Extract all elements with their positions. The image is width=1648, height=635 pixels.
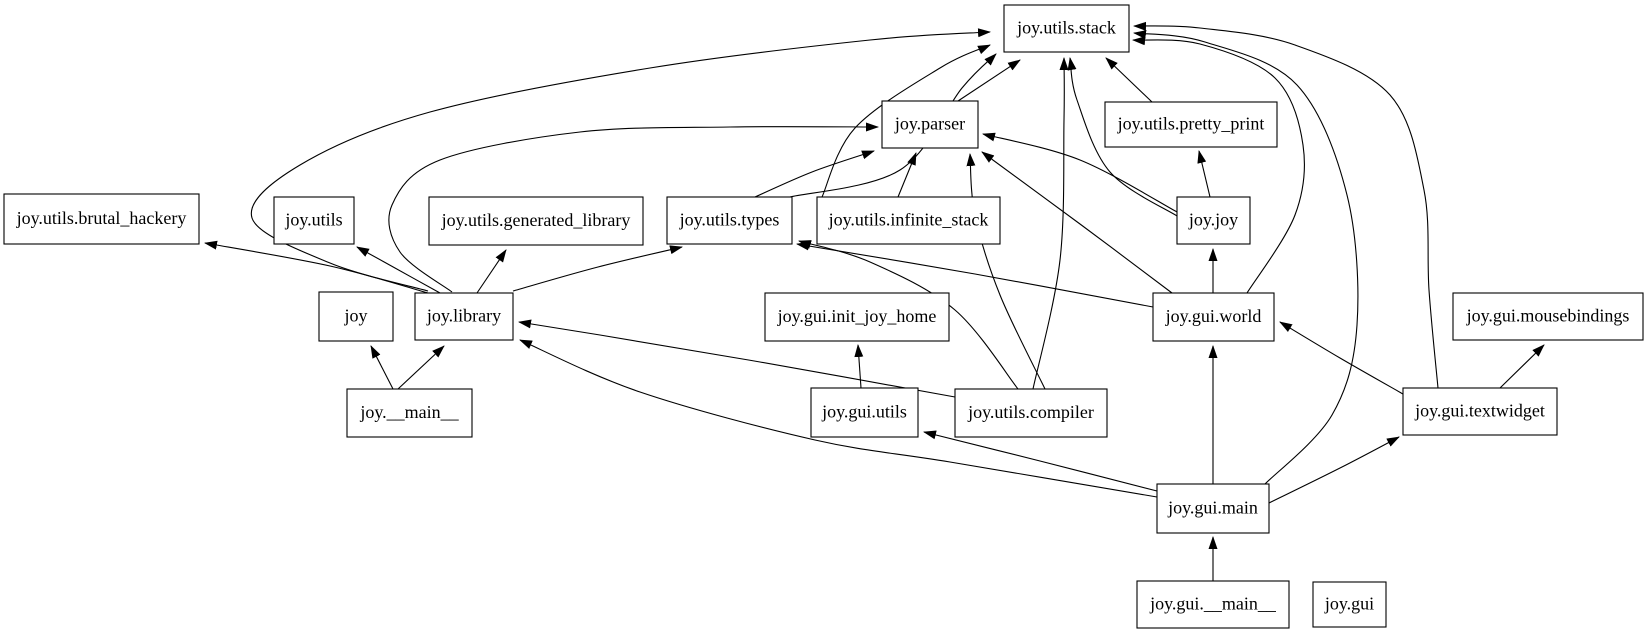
node-box-joy-utils-brutal-hackery: [3, 193, 200, 245]
edge-joy-gui-main-to-joy-library: [519, 339, 1158, 498]
edge-joy-gui-main-to-joy-utils-stack: [1133, 30, 1359, 485]
node-joy-parser: joy.parser: [881, 100, 979, 149]
node-box-joy-gui-main: [1136, 580, 1290, 629]
node-joy-utils-types: joy.utils.types: [666, 196, 793, 245]
edge-joy-utils-types-to-joy-parser: [754, 150, 875, 198]
edge-joy-library-to-joy-utils: [356, 246, 441, 294]
node-label-joy-utils-pretty-print: joy.utils.pretty_print: [1117, 114, 1265, 134]
edge-joy-gui-textwidget-to-joy-gui-world: [1279, 321, 1404, 395]
node-joy-utils: joy.utils: [273, 196, 355, 245]
node-label-joy-utils-types: joy.utils.types: [679, 210, 780, 230]
node-joy-joy: joy.joy: [1176, 196, 1251, 245]
node-box-joy-utils-infinite-stack: [816, 196, 1001, 245]
edge-joy-main-to-joy-library: [397, 345, 445, 390]
node-box-joy-utils-types: [666, 196, 793, 245]
node-joy-utils-generated-library: joy.utils.generated_library: [428, 196, 644, 246]
node-box-joy-utils-compiler: [954, 388, 1108, 438]
node-joy-gui-main: joy.gui.__main__: [1136, 580, 1290, 629]
node-label-joy-utils-generated-library: joy.utils.generated_library: [441, 210, 631, 230]
node-label-joy-gui-mousebindings: joy.gui.mousebindings: [1466, 306, 1630, 326]
nodes-layer: joy.utils.stack joy.parser joy.utils.prett…: [3, 4, 1644, 629]
edge-joy-library-to-joy-utils-types: [512, 245, 683, 292]
node-label-joy-utils: joy.utils: [284, 210, 342, 230]
edge-joy-gui-main-to-joy-gui-textwidget: [1268, 436, 1400, 504]
node-box-joy-parser: [881, 100, 979, 149]
edge-joy-library-to-joy-utils-stack: [250, 28, 991, 292]
node-label-joy-utils-compiler: joy.utils.compiler: [967, 402, 1094, 422]
edge-joy-utils-compiler-to-joy-utils-stack: [1032, 57, 1069, 390]
node-joy-gui-world: joy.gui.world: [1152, 292, 1275, 342]
node-joy-utils-compiler: joy.utils.compiler: [954, 388, 1108, 438]
node-joy-utils-infinite-stack: joy.utils.infinite_stack: [816, 196, 1001, 245]
node-label-joy-gui-main: joy.gui.main: [1167, 498, 1258, 518]
node-label-joy-main: joy.__main__: [359, 402, 459, 422]
node-box-joy-utils: [273, 196, 355, 245]
edge-joy-main-to-joy: [370, 345, 394, 390]
node-joy-gui-textwidget: joy.gui.textwidget: [1402, 387, 1558, 436]
node-label-joy-library: joy.library: [426, 306, 501, 326]
node-label-joy-gui-init-joy-home: joy.gui.init_joy_home: [777, 306, 937, 326]
node-joy-gui-utils: joy.gui.utils: [810, 387, 919, 438]
edge-joy-gui-world-to-joy-utils-stack: [1132, 36, 1306, 294]
node-label-joy-gui-utils: joy.gui.utils: [821, 402, 907, 422]
node-joy-utils-stack: joy.utils.stack: [1003, 4, 1130, 53]
edge-joy-utils-compiler-to-joy-library: [518, 319, 956, 398]
node-box-joy-gui: [1312, 581, 1387, 628]
edge-joy-parser-to-joy-utils-stack: [957, 59, 1021, 102]
edge-joy-joy-to-joy-parser: [982, 132, 1178, 213]
node-joy-gui-mousebindings: joy.gui.mousebindings: [1452, 292, 1644, 341]
node-box-joy-gui-utils: [810, 387, 919, 438]
node-label-joy-gui-world: joy.gui.world: [1165, 306, 1262, 326]
node-box-joy-library: [414, 292, 514, 341]
node-label-joy-utils-infinite-stack: joy.utils.infinite_stack: [828, 210, 989, 230]
edge-joy-library-to-joy-utils-brutal-hackery: [204, 240, 429, 294]
node-joy-gui-init-joy-home: joy.gui.init_joy_home: [764, 292, 950, 342]
edge-joy-utils-compiler-to-joy-utils-types: [798, 240, 1019, 390]
node-box-joy-gui-textwidget: [1402, 387, 1558, 436]
node-joy-gui-main: joy.gui.main: [1156, 483, 1270, 534]
node-box-joy-gui-world: [1152, 292, 1275, 342]
edge-joy-gui-textwidget-to-joy-utils-stack: [1133, 21, 1439, 389]
edge-joy-joy-to-joy-utils-pretty-print: [1197, 150, 1211, 198]
node-joy-library: joy.library: [414, 292, 514, 341]
edge-joy-gui-textwidget-to-joy-gui-mousebindings: [1499, 344, 1545, 389]
edge-joy-utils-compiler-to-joy-parser: [966, 153, 1046, 390]
node-box-joy-main: [346, 388, 473, 438]
node-joy-main: joy.__main__: [346, 388, 473, 438]
edge-joy-joy-to-joy-utils-stack: [1067, 57, 1178, 217]
node-label-joy-joy: joy.joy: [1188, 210, 1238, 230]
node-box-joy-gui-main: [1156, 483, 1270, 534]
node-joy-utils-brutal-hackery: joy.utils.brutal_hackery: [3, 193, 200, 245]
edge-joy-library-to-joy-utils-generated-library: [476, 249, 507, 294]
node-box-joy-utils-stack: [1003, 4, 1130, 53]
node-box-joy-gui-init-joy-home: [764, 292, 950, 342]
edge-joy-gui-main-to-joy-gui-utils: [923, 430, 1158, 492]
node-label-joy: joy: [343, 306, 367, 326]
edge-joy-utils-infinite-stack-to-joy-parser: [897, 152, 917, 198]
node-box-joy: [318, 291, 394, 342]
edge-joy-utils-infinite-stack-to-joy-utils-stack: [821, 44, 991, 198]
node-label-joy-gui-main: joy.gui.__main__: [1149, 594, 1277, 614]
edge-joy-utils-pretty-print-to-joy-utils-stack: [1105, 57, 1153, 103]
edge-joy-library-to-joy-parser: [388, 122, 879, 293]
node-label-joy-utils-stack: joy.utils.stack: [1016, 18, 1116, 38]
node-label-joy-gui-textwidget: joy.gui.textwidget: [1414, 401, 1545, 421]
edge-joy-gui-utils-to-joy-gui-init-joy-home: [854, 344, 864, 389]
node-label-joy-gui: joy.gui: [1324, 594, 1374, 614]
edge-joy-gui-world-to-joy-parser: [981, 151, 1173, 294]
node-box-joy-utils-generated-library: [428, 196, 644, 246]
node-joy-utils-pretty-print: joy.utils.pretty_print: [1104, 101, 1278, 148]
node-joy: joy: [318, 291, 394, 342]
edges-layer: [204, 21, 1545, 581]
node-joy-gui: joy.gui: [1312, 581, 1387, 628]
node-label-joy-parser: joy.parser: [894, 114, 965, 134]
node-box-joy-gui-mousebindings: [1452, 292, 1644, 341]
node-box-joy-joy: [1176, 196, 1251, 245]
node-box-joy-utils-pretty-print: [1104, 101, 1278, 148]
node-label-joy-utils-brutal-hackery: joy.utils.brutal_hackery: [16, 208, 187, 228]
